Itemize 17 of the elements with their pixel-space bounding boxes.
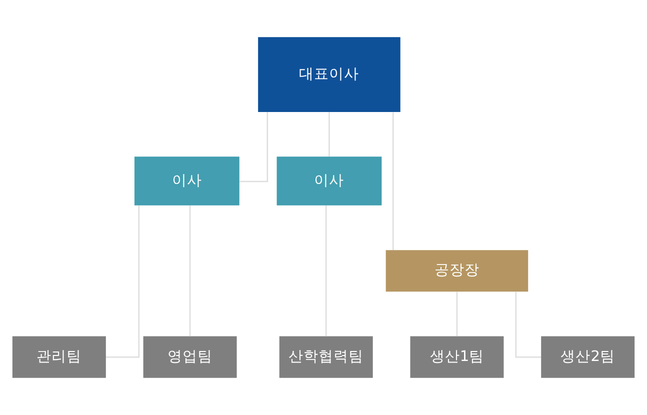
node-box: 이사 — [276, 156, 382, 206]
connector — [456, 292, 458, 336]
node-box: 대표이사 — [258, 37, 400, 112]
connector — [328, 112, 330, 156]
node-box: 영업팀 — [143, 336, 237, 378]
connector — [325, 206, 327, 336]
node-box: 이사 — [134, 156, 240, 206]
connector — [515, 292, 542, 358]
connector — [189, 206, 191, 336]
connector — [240, 112, 268, 182]
node-box: 산학협력팀 — [279, 336, 373, 378]
connector — [106, 206, 140, 358]
node-box: 생산1팀 — [410, 336, 504, 378]
node-box: 공장장 — [386, 250, 528, 292]
node-box: 생산2팀 — [541, 336, 635, 378]
node-box: 관리팀 — [12, 336, 106, 378]
connector — [392, 112, 394, 250]
